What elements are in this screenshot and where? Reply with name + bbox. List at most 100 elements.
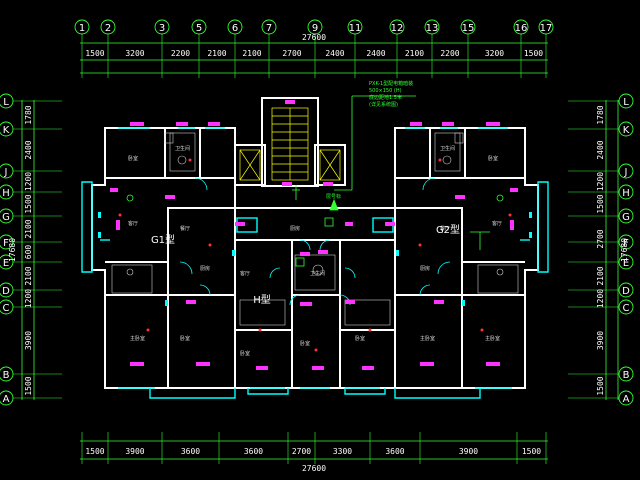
dimension-value: 2100 xyxy=(207,49,226,58)
dimension-value: 2100 xyxy=(24,266,33,285)
axis-label: B xyxy=(623,370,630,381)
room-label: 卧室 xyxy=(240,350,250,357)
note-line-4: (详见系统图) xyxy=(369,101,398,108)
axis-label: E xyxy=(3,258,9,269)
note-line-5: 层号标 xyxy=(326,193,341,200)
room-label: 卧室 xyxy=(300,340,310,347)
dimension-value: 1200 xyxy=(596,172,605,191)
dimension-value: 3200 xyxy=(125,49,144,58)
axis-label: C xyxy=(3,303,10,314)
axis-label: A xyxy=(623,394,630,405)
unit-outline-markers xyxy=(126,194,504,202)
axis-label: 6 xyxy=(232,23,238,34)
dimension-value: 2400 xyxy=(366,49,385,58)
room-label: 餐厅 xyxy=(440,225,450,232)
dimension-value: 3600 xyxy=(181,447,200,456)
axis-label: F xyxy=(623,238,629,249)
axis-label: G xyxy=(622,212,630,223)
dimension-value: 1780 xyxy=(596,105,605,124)
dimension-value: 1200 xyxy=(596,289,605,308)
dimension-value: 2400 xyxy=(596,140,605,159)
note-line-3: 底边距地1.5米 xyxy=(369,94,402,101)
axis-label: 5 xyxy=(196,23,202,34)
axis-label: C xyxy=(623,303,630,314)
dimension-value: 2700 xyxy=(292,447,311,456)
dimension-value: 2400 xyxy=(24,140,33,159)
dimension-value: 3300 xyxy=(333,447,352,456)
axis-label: 3 xyxy=(159,23,165,34)
axis-label: H xyxy=(622,188,630,199)
room-label: 卫生间 xyxy=(310,270,325,277)
axis-label: E xyxy=(623,258,629,269)
axis-label: D xyxy=(2,286,10,297)
dimension-value: 3200 xyxy=(485,49,504,58)
room-label: 主卧室 xyxy=(485,335,500,342)
axis-label: 9 xyxy=(312,23,318,34)
dimension-value: 1500 xyxy=(24,376,33,395)
room-label: 卫生间 xyxy=(440,145,455,152)
unit-label-g1: G1型 xyxy=(151,233,175,246)
stair-treads xyxy=(239,107,341,181)
distribution-note: PXK-1型配电箱暗装 500×150 (H) 底边距地1.5米 (详见系统图)… xyxy=(326,80,413,200)
axis-label: K xyxy=(3,125,10,136)
axis-label: 17 xyxy=(540,23,553,34)
dimension-value: 1200 xyxy=(24,172,33,191)
dimension-value: 2100 xyxy=(596,266,605,285)
dimension-value: 2700 xyxy=(596,229,605,248)
dimension-value: 3900 xyxy=(24,331,33,350)
axis-label: 11 xyxy=(349,23,362,34)
dimension-value: 2100 xyxy=(24,219,33,238)
note-line-2: 500×150 (H) xyxy=(369,88,402,94)
room-label: 卧室 xyxy=(128,155,138,162)
axis-label: 15 xyxy=(462,23,475,34)
dimension-value: 1500 xyxy=(596,376,605,395)
axis-label: 1 xyxy=(79,23,85,34)
axis-label: A xyxy=(3,394,10,405)
unit-label-g2: G2型 xyxy=(436,223,460,236)
axis-label: 12 xyxy=(391,23,404,34)
dimension-value: 2100 xyxy=(242,49,261,58)
room-label: 厨房 xyxy=(200,265,210,272)
dimension-value: 2100 xyxy=(405,49,424,58)
room-label: 客厅 xyxy=(240,270,250,277)
dimension-value: 2400 xyxy=(325,49,344,58)
note-line-1: PXK-1型配电箱暗装 xyxy=(369,80,413,87)
room-label: 主卧室 xyxy=(420,335,435,342)
axis-label: J xyxy=(4,167,8,178)
room-label: 卧室 xyxy=(488,155,498,162)
electrical-devices xyxy=(118,158,512,352)
axis-label: 13 xyxy=(426,23,439,34)
dimension-value: 1500 xyxy=(85,447,104,456)
axis-label: B xyxy=(3,370,10,381)
left-total-dimension: 17680 xyxy=(8,238,17,262)
bottom-dimension-lines xyxy=(80,440,548,460)
axis-label: J xyxy=(624,167,628,178)
dimension-value: 2200 xyxy=(171,49,190,58)
dimension-value: 1500 xyxy=(522,447,541,456)
dimension-value: 3900 xyxy=(459,447,478,456)
axis-label: 2 xyxy=(105,23,111,34)
axis-label: D xyxy=(622,286,630,297)
axis-label: K xyxy=(623,125,630,136)
room-label: 厨房 xyxy=(420,265,430,272)
room-label: 卧室 xyxy=(180,335,190,342)
dimension-value: 1500 xyxy=(24,194,33,213)
room-label: 卫生间 xyxy=(175,145,190,152)
top-dimension-lines xyxy=(80,42,548,74)
dimension-value: 1200 xyxy=(24,289,33,308)
dimension-value: 1500 xyxy=(524,49,543,58)
axis-label: F xyxy=(3,238,9,249)
room-label: 客厅 xyxy=(492,220,502,227)
tag-markers xyxy=(110,100,518,370)
room-labels: 卧室 卧室 客厅 餐厅 主卧室 客厅 主卧室 卧室 卧室 客厅 餐厅 主卧室 厨… xyxy=(128,145,502,357)
unit-label-h: H型 xyxy=(253,293,271,306)
dimension-value: 3600 xyxy=(244,447,263,456)
